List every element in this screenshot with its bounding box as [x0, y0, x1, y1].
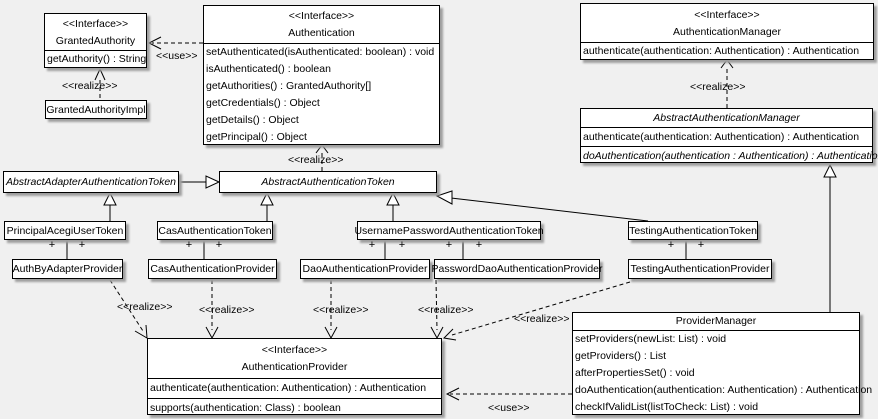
class-method: authenticate(authentication: Authenticat… [583, 131, 860, 143]
edge-label-realize: <<realize>> [199, 304, 255, 316]
class-name: DaoAuthenticationProvider [302, 263, 428, 275]
class-method: authenticate(authentication: Authenticat… [583, 45, 860, 57]
class-name: TestingAuthenticationProvider [630, 263, 770, 275]
class-name: ProviderManager [675, 315, 757, 327]
class-name: AuthenticationManager [673, 26, 781, 38]
class-auth-by-adapter-provider: AuthByAdapterProvider [12, 259, 123, 279]
class-abstract-authentication-manager: AbstractAuthenticationManager authentica… [580, 108, 878, 164]
class-abstract-authentication-token: AbstractAuthenticationToken [219, 171, 437, 193]
class-name: UsernamePasswordAuthenticationToken [354, 224, 544, 237]
edge-gen-usernamepasswordtoken [386, 191, 400, 221]
class-principal-acegi-user-token: PrincipalAcegiUserToken [4, 221, 126, 240]
class-abstract-adapter-authentication-token: AbstractAdapterAuthenticationToken [3, 171, 179, 193]
class-name: PrincipalAcegiUserToken [6, 224, 124, 237]
edge-label-realize: <<realize>> [690, 81, 746, 93]
class-authentication-manager: <<Interface>> AuthenticationManager auth… [580, 3, 874, 60]
class-method: supports(authentication: Class) : boolea… [148, 398, 441, 416]
class-method: doAuthentication(authentication: Authent… [575, 384, 873, 396]
edge-label-realize: <<realize>> [62, 80, 118, 92]
class-granted-authority-impl: GrantedAuthorityImpl [45, 100, 147, 119]
class-name: Authentication [288, 27, 355, 39]
class-name: AuthenticationProvider [241, 361, 348, 373]
class-authentication: <<Interface>> Authentication setAuthenti… [203, 5, 440, 145]
class-name: CasAuthenticationProvider [150, 263, 275, 275]
class-provider-manager: ProviderManager setProviders(newList: Li… [572, 312, 873, 415]
class-method: getAuthority() : String [47, 53, 147, 65]
edge-assoc-token-provider [66, 240, 687, 259]
class-testing-authentication-provider: TestingAuthenticationProvider [628, 259, 772, 279]
assoc-plus: + [667, 239, 675, 251]
edge-label-use: <<use>> [156, 50, 198, 62]
class-cas-authentication-token: CasAuthenticationToken [157, 221, 273, 240]
assoc-plus: + [368, 239, 376, 251]
class-method: setProviders(newList: List) : void [575, 333, 727, 345]
edge-label-realize: <<realize>> [288, 154, 344, 166]
class-dao-authentication-provider: DaoAuthenticationProvider [300, 259, 430, 279]
edge-label-realize: <<realize>> [418, 304, 474, 316]
class-method: setAuthenticated(isAuthenticated: boolea… [206, 46, 435, 58]
class-granted-authority: <<Interface>> GrantedAuthority getAuthor… [44, 13, 147, 68]
assoc-plus: + [445, 239, 453, 251]
assoc-plus: + [48, 239, 56, 251]
class-method: getDetails() : Object [206, 114, 299, 126]
stereotype-label: <<Interface>> [288, 10, 355, 22]
stereotype-label: <<Interface>> [62, 18, 129, 30]
edge-gen-abstractadapter-to-abstracttoken [179, 175, 221, 189]
assoc-plus: + [215, 239, 223, 251]
class-testing-authentication-token: TestingAuthenticationToken [628, 221, 758, 240]
assoc-plus: + [697, 239, 705, 251]
class-name: AbstractAdapterAuthenticationToken [5, 176, 177, 188]
edge-gen-principalacegiusertoken [103, 191, 117, 221]
class-method: getPrincipal() : Object [206, 131, 307, 143]
class-method: authenticate(authentication: Authenticat… [150, 382, 427, 394]
edge-label-realize: <<realize>> [313, 304, 369, 316]
class-authentication-provider: <<Interface>> AuthenticationProvider aut… [147, 338, 442, 415]
class-method: getProviders() : List [575, 350, 667, 362]
class-name: AuthByAdapterProvider [12, 263, 123, 275]
class-username-password-authentication-token: UsernamePasswordAuthenticationToken [354, 221, 544, 240]
edge-gen-testingauthenticationtoken [435, 190, 649, 222]
class-method: doAuthentication(authentication : Authen… [581, 146, 878, 164]
edge-label-realize: <<realize>> [514, 313, 570, 325]
edge-gen-providermanager [823, 163, 837, 312]
stereotype-label: <<Interface>> [694, 9, 760, 21]
class-name: AbstractAuthenticationToken [261, 176, 395, 188]
class-name: TestingAuthenticationToken [629, 224, 757, 237]
edge-gen-casauthenticationtoken [260, 191, 274, 221]
class-name: CasAuthenticationToken [158, 224, 272, 237]
edge-use-authentication-grantedauthority [147, 36, 203, 50]
class-method: getAuthorities() : GrantedAuthority[] [206, 80, 372, 92]
class-name: GrantedAuthorityImpl [46, 103, 146, 116]
class-method: checkIfValidList(listToCheck: List) : vo… [575, 401, 759, 413]
class-name: GrantedAuthority [55, 35, 136, 47]
assoc-plus: + [398, 239, 406, 251]
class-method: isAuthenticated() : boolean [206, 63, 331, 75]
class-name: AbstractAuthenticationManager [653, 112, 800, 124]
edge-use-providermanager [445, 387, 572, 401]
class-name: PasswordDaoAuthenticationProvider [431, 263, 603, 275]
edge-label-realize: <<realize>> [117, 301, 173, 313]
edge-label-use: <<use>> [488, 402, 530, 414]
assoc-plus: + [78, 239, 86, 251]
class-method: afterPropertiesSet() : void [575, 367, 695, 379]
class-cas-authentication-provider: CasAuthenticationProvider [148, 259, 277, 279]
assoc-plus: + [185, 239, 193, 251]
class-method: getCredentials() : Object [206, 97, 320, 109]
stereotype-label: <<Interface>> [261, 344, 328, 356]
class-password-dao-authentication-provider: PasswordDaoAuthenticationProvider [431, 259, 603, 279]
assoc-plus: + [475, 239, 483, 251]
